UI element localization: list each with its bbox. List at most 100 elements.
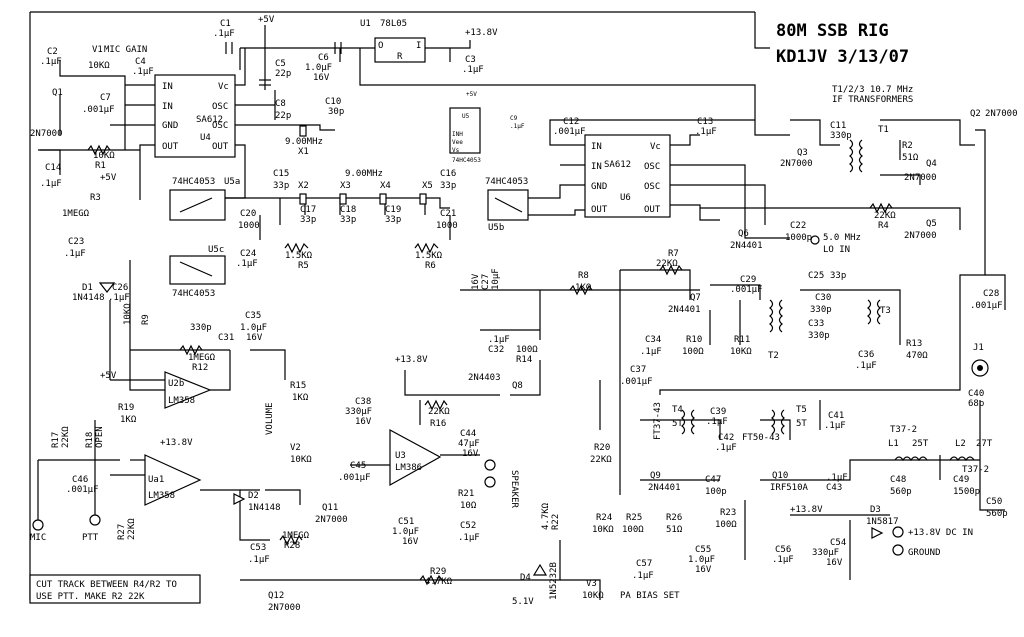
r23-value: 100Ω xyxy=(715,520,737,530)
c32-value: .1µF xyxy=(488,335,510,345)
q3-value: 2N7000 xyxy=(780,159,813,169)
c7-label: C7 xyxy=(100,93,111,103)
r26-value: 51Ω xyxy=(666,525,683,535)
c27-label: C27 xyxy=(481,274,491,290)
u1-type: 78L05 xyxy=(380,19,407,29)
t2-label: T2 xyxy=(768,351,779,361)
c56-value: .1µF xyxy=(772,555,794,565)
filter-freq: 9.00MHz xyxy=(345,169,383,179)
c20-value: 1000 xyxy=(238,221,260,231)
c4-value: .1µF xyxy=(132,67,154,77)
u3-label: U3 xyxy=(395,451,406,461)
t5-label: T5 xyxy=(796,405,807,415)
c52-value: .1µF xyxy=(458,533,480,543)
r13-value: 470Ω xyxy=(906,351,928,361)
v3-value: 10KΩ xyxy=(582,591,604,601)
c40-value: 68p xyxy=(968,399,984,409)
c19-value: 33p xyxy=(385,215,401,225)
u2a-opamp: Ua1 LM358 xyxy=(144,454,202,506)
c21-label: C21 xyxy=(440,209,456,219)
u5b-switch: 74HC4053 U5b xyxy=(485,177,529,233)
speaker-terminal-2 xyxy=(484,476,496,488)
c1-value: .1µF xyxy=(213,29,235,39)
ptt-terminal xyxy=(89,514,101,526)
r9-label: R9 xyxy=(141,314,151,325)
u6-label: U6 xyxy=(620,193,631,203)
u5b-type: 74HC4053 xyxy=(485,177,528,187)
c57-value: .1µF xyxy=(632,571,654,581)
u4-pin-gnd: GND xyxy=(162,121,178,131)
r24-value: 10KΩ xyxy=(592,525,614,535)
c49-value: 1500p xyxy=(953,487,980,497)
c25-value: 33p xyxy=(830,271,846,281)
u5c-type: 74HC4053 xyxy=(172,289,215,299)
r12-value: 1MEGΩ xyxy=(188,353,216,363)
c23-label: C23 xyxy=(68,237,84,247)
u4-pin-osc1: OSC xyxy=(212,102,228,112)
c33-label: C33 xyxy=(808,319,824,329)
c44-label: C44 xyxy=(460,429,476,439)
r7-value: 22KΩ xyxy=(656,259,678,269)
q7-value: 2N4401 xyxy=(668,305,701,315)
d4-value: 1N5232B xyxy=(549,562,559,600)
supply-13v8-top: +13.8V xyxy=(465,28,498,38)
r20-value: 22KΩ xyxy=(590,455,612,465)
c25-label: C25 xyxy=(808,271,824,281)
u6-pin-osc2: OSC xyxy=(644,182,660,192)
r13-label: R13 xyxy=(906,339,922,349)
lo-in-label: LO IN xyxy=(823,245,850,255)
c13-value: .1µF xyxy=(695,127,717,137)
l1-turns: 25T xyxy=(912,439,929,449)
c28-label: C28 xyxy=(983,289,999,299)
l2-label: L2 xyxy=(955,439,966,449)
c38-voltage: 16V xyxy=(355,417,372,427)
c26-value: .1µF xyxy=(108,293,130,303)
r5-value: 1.5KΩ xyxy=(285,251,313,261)
u1-regulator: U1 78L05 O I R xyxy=(360,19,426,63)
u6-type: SA612 xyxy=(604,160,631,170)
c48-label: C48 xyxy=(890,475,906,485)
c18-value: 33p xyxy=(340,215,356,225)
note-line2: USE PTT. MAKE R2 22K xyxy=(36,592,145,602)
q7-label: Q7 xyxy=(690,293,701,303)
q9-label: Q9 xyxy=(650,471,661,481)
r15-value: 1KΩ xyxy=(292,393,309,403)
u5c-switch: 74HC4053 U5c xyxy=(169,245,226,299)
u5b-label: U5b xyxy=(488,223,504,233)
l1-label: L1 xyxy=(888,439,899,449)
c28-value: .001µF xyxy=(970,301,1003,311)
c38-label: C38 xyxy=(355,397,371,407)
r25-value: 100Ω xyxy=(622,525,644,535)
component-labels: C1 .1µF C2 .1µF V1 10KΩ C3 .1µF C4 .1µF … xyxy=(30,19,1018,613)
c42-label: C42 xyxy=(718,433,734,443)
r1-label: R1 xyxy=(95,161,106,171)
mic-terminal xyxy=(32,519,44,531)
dc-in-label: +13.8V DC IN xyxy=(908,528,973,538)
u6-pin-vc: Vc xyxy=(650,142,661,152)
c19-label: C19 xyxy=(385,205,401,215)
q1-value: 2N7000 xyxy=(30,129,63,139)
r1-value: 10KΩ xyxy=(93,151,115,161)
c14-value: .1µF xyxy=(40,179,62,189)
x5-label: X5 xyxy=(422,181,433,191)
wiring xyxy=(29,11,1006,600)
c44-value: 47µF xyxy=(458,439,480,449)
x4-label: X4 xyxy=(380,181,391,191)
u4-pin-in2: IN xyxy=(162,102,173,112)
c47-value: 100p xyxy=(705,487,727,497)
u6-pin-osc1: OSC xyxy=(644,162,660,172)
u2b-label: U2b xyxy=(168,379,184,389)
r9-value: 10KΩ xyxy=(123,303,133,325)
r2-label: R2 xyxy=(902,141,913,151)
u1-pin-i: I xyxy=(416,41,421,51)
c55-label: C55 xyxy=(695,545,711,555)
c3-value: .1µF xyxy=(462,65,484,75)
r10-value: 100Ω xyxy=(682,347,704,357)
c12-label: C12 xyxy=(563,117,579,127)
if-note-line2: IF TRANSFORMERS xyxy=(832,95,913,105)
c34-value: .1µF xyxy=(640,347,662,357)
supply-5v-top: +5V xyxy=(258,15,275,25)
x1-freq: 9.00MHz xyxy=(285,137,323,147)
mic-label: MIC xyxy=(30,533,46,543)
